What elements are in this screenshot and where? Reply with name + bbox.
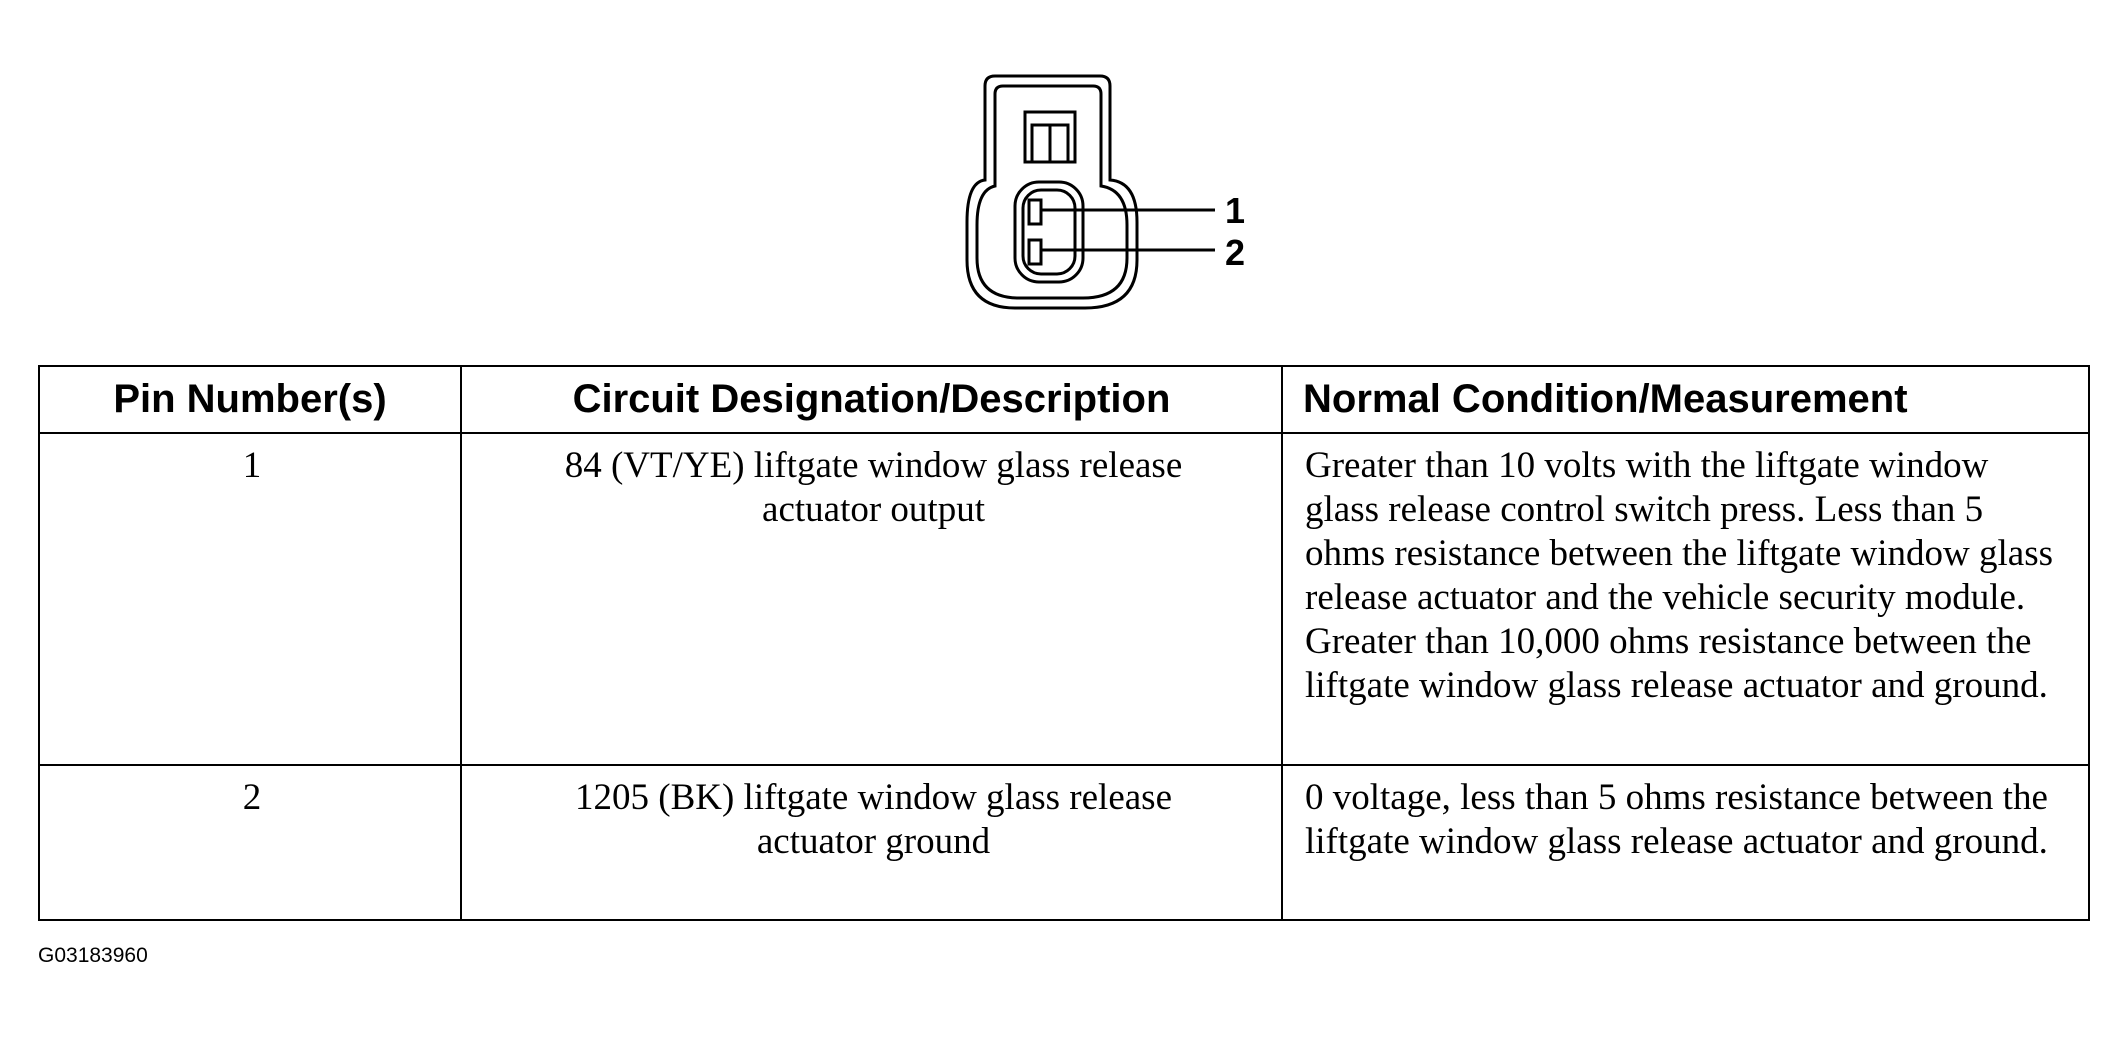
figure-id: G03183960 (38, 944, 148, 967)
header-pin-number: Pin Number(s) (38, 365, 462, 434)
pin-2-label: 2 (1225, 232, 1245, 273)
circuit-text: 1205 (BK) liftgate window glass release … (575, 777, 1172, 862)
pin-1-terminal (1027, 198, 1043, 226)
circuit-cell: 1205 (BK) liftgate window glass release … (460, 764, 1283, 921)
pin-number-cell: 1 (38, 432, 462, 766)
header-circuit-designation: Circuit Designation/Description (460, 365, 1283, 434)
pin-cavity (1013, 180, 1085, 284)
connector-housing-inner (975, 84, 1129, 300)
pin-1-label: 1 (1225, 190, 1245, 231)
connector-housing (965, 74, 1139, 310)
pin-cavity-inner (1021, 188, 1077, 276)
connector-diagram: 1 2 (965, 74, 1245, 310)
header-normal-condition: Normal Condition/Measurement (1281, 365, 2090, 434)
circuit-text: 84 (VT/YE) liftgate window glass release… (564, 445, 1183, 530)
table-row: 1 84 (VT/YE) liftgate window glass relea… (38, 432, 2090, 766)
pin-number-cell: 2 (38, 764, 462, 921)
pin-2-terminal (1027, 238, 1043, 266)
circuit-cell: 84 (VT/YE) liftgate window glass release… (460, 432, 1283, 766)
condition-cell: 0 voltage, less than 5 ohms resistance b… (1281, 764, 2090, 921)
table-header-row: Pin Number(s) Circuit Designation/Descri… (38, 365, 2090, 434)
table-row: 2 1205 (BK) liftgate window glass releas… (38, 764, 2090, 921)
condition-cell: Greater than 10 volts with the liftgate … (1281, 432, 2090, 766)
pin-table: Pin Number(s) Circuit Designation/Descri… (38, 365, 2090, 921)
